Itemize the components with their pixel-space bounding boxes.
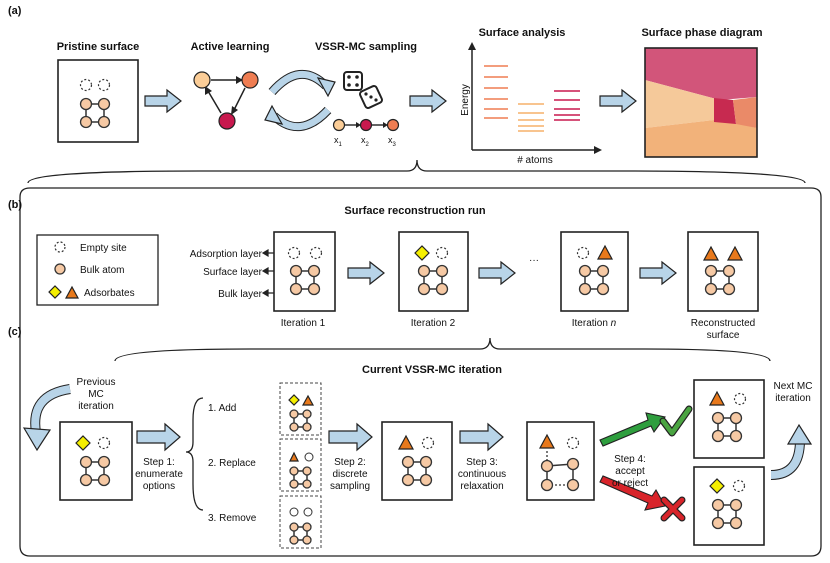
current-state-box xyxy=(59,421,133,501)
panel-label-a: (a) xyxy=(8,5,22,17)
dice-icon xyxy=(343,71,383,109)
x2-label: x2 xyxy=(361,135,370,148)
legend xyxy=(36,234,159,306)
bulk-layer-label: Bulk layer xyxy=(218,289,263,300)
panel-label-b: (b) xyxy=(8,199,22,211)
option-add-label: 1. Add xyxy=(208,403,236,414)
reject-arrow xyxy=(599,475,666,511)
step2-label-2: discrete xyxy=(332,469,367,480)
option-replace-label: 2. Replace xyxy=(208,458,256,469)
vssr-sampling-title: VSSR-MC sampling xyxy=(315,41,417,53)
option-remove-box xyxy=(279,495,322,549)
adsorption-layer-label: Adsorption layer xyxy=(190,249,263,260)
previous-label-3: iteration xyxy=(78,401,114,412)
reconstructed-label-2: surface xyxy=(707,330,740,341)
x1-label: x1 xyxy=(334,135,343,148)
iteration-1-box xyxy=(273,231,336,312)
arrow-step2 xyxy=(328,422,373,452)
vssr-iteration-title: Current VSSR-MC iteration xyxy=(362,364,502,376)
option-add-box xyxy=(279,382,322,436)
pristine-surface-title: Pristine surface xyxy=(57,41,140,53)
legend-bulk-atom: Bulk atom xyxy=(80,265,124,276)
atoms-axis-label: # atoms xyxy=(517,155,553,166)
step1-label-1: Step 1: xyxy=(143,457,175,468)
pristine-surface-box xyxy=(57,59,139,143)
step4-label-3: or reject xyxy=(612,478,648,489)
ellipsis: ··· xyxy=(529,255,539,266)
brace-options xyxy=(185,397,204,511)
step4-label-2: accept xyxy=(615,466,645,477)
next-iteration-label-1: Next MC xyxy=(774,381,813,392)
step2-label-1: Step 2: xyxy=(334,457,366,468)
relaxed-state-box xyxy=(526,421,595,501)
step4-label-1: Step 4: xyxy=(614,454,646,465)
active-learning-title: Active learning xyxy=(191,41,270,53)
legend-empty-site: Empty site xyxy=(80,243,127,254)
energy-plot xyxy=(468,42,602,154)
arrow-step1 xyxy=(136,422,181,452)
surface-analysis-title: Surface analysis xyxy=(479,27,566,39)
step1-label-3: options xyxy=(143,481,175,492)
previous-label-1: Previous xyxy=(77,377,116,388)
active-learning-cycle xyxy=(193,71,259,130)
step3-label-3: relaxation xyxy=(460,481,503,492)
step2-label-3: sampling xyxy=(330,481,370,492)
option-remove-label: 3. Remove xyxy=(208,513,257,524)
arrow-a2 xyxy=(409,89,447,113)
curved-arrow-in xyxy=(22,384,71,452)
next-iteration-label-2: iteration xyxy=(775,393,811,404)
reconstructed-label-1: Reconstructed xyxy=(691,318,755,329)
sampled-state-box xyxy=(381,421,453,501)
legend-adsorbates: Adsorbates xyxy=(84,288,135,299)
reconstructed-surface-box xyxy=(687,231,759,312)
step3-label-2: continuous xyxy=(458,469,506,480)
markov-chain xyxy=(332,118,400,132)
panel-bc-frame xyxy=(19,187,822,557)
phase-diagram-title: Surface phase diagram xyxy=(641,27,762,39)
surface-layer-label: Surface layer xyxy=(203,267,263,278)
step1-label-2: enumerate xyxy=(135,469,183,480)
arrow-b1 xyxy=(347,261,385,285)
curved-arrow-out xyxy=(770,423,813,480)
brace-b xyxy=(114,337,771,362)
arrow-b2 xyxy=(478,261,516,285)
checkmark-icon xyxy=(659,405,693,437)
accepted-state-box xyxy=(693,379,765,459)
phase-diagram xyxy=(644,47,758,158)
previous-label-2: MC xyxy=(88,389,104,400)
energy-axis-label: Energy xyxy=(460,84,471,116)
arrow-a3 xyxy=(599,89,637,113)
iteration-2-label: Iteration 2 xyxy=(411,318,456,329)
iteration-2-box xyxy=(398,231,469,312)
arrow-b3 xyxy=(639,261,677,285)
brace-a xyxy=(27,159,806,184)
iteration-n-label: Iteration n xyxy=(572,318,617,329)
x3-label: x3 xyxy=(388,135,397,148)
iteration-1-label: Iteration 1 xyxy=(281,318,326,329)
panel-label-c: (c) xyxy=(8,326,22,338)
cross-icon xyxy=(660,496,686,522)
iteration-n-box xyxy=(560,231,629,312)
arrow-step3 xyxy=(459,422,504,452)
refresh-cycle-icon xyxy=(264,69,336,132)
step3-label-1: Step 3: xyxy=(466,457,498,468)
option-replace-box xyxy=(279,438,322,492)
rejected-state-box xyxy=(693,466,765,546)
arrow-a1 xyxy=(144,89,182,113)
reconstruction-run-title: Surface reconstruction run xyxy=(344,205,485,217)
accept-arrow xyxy=(599,412,666,447)
